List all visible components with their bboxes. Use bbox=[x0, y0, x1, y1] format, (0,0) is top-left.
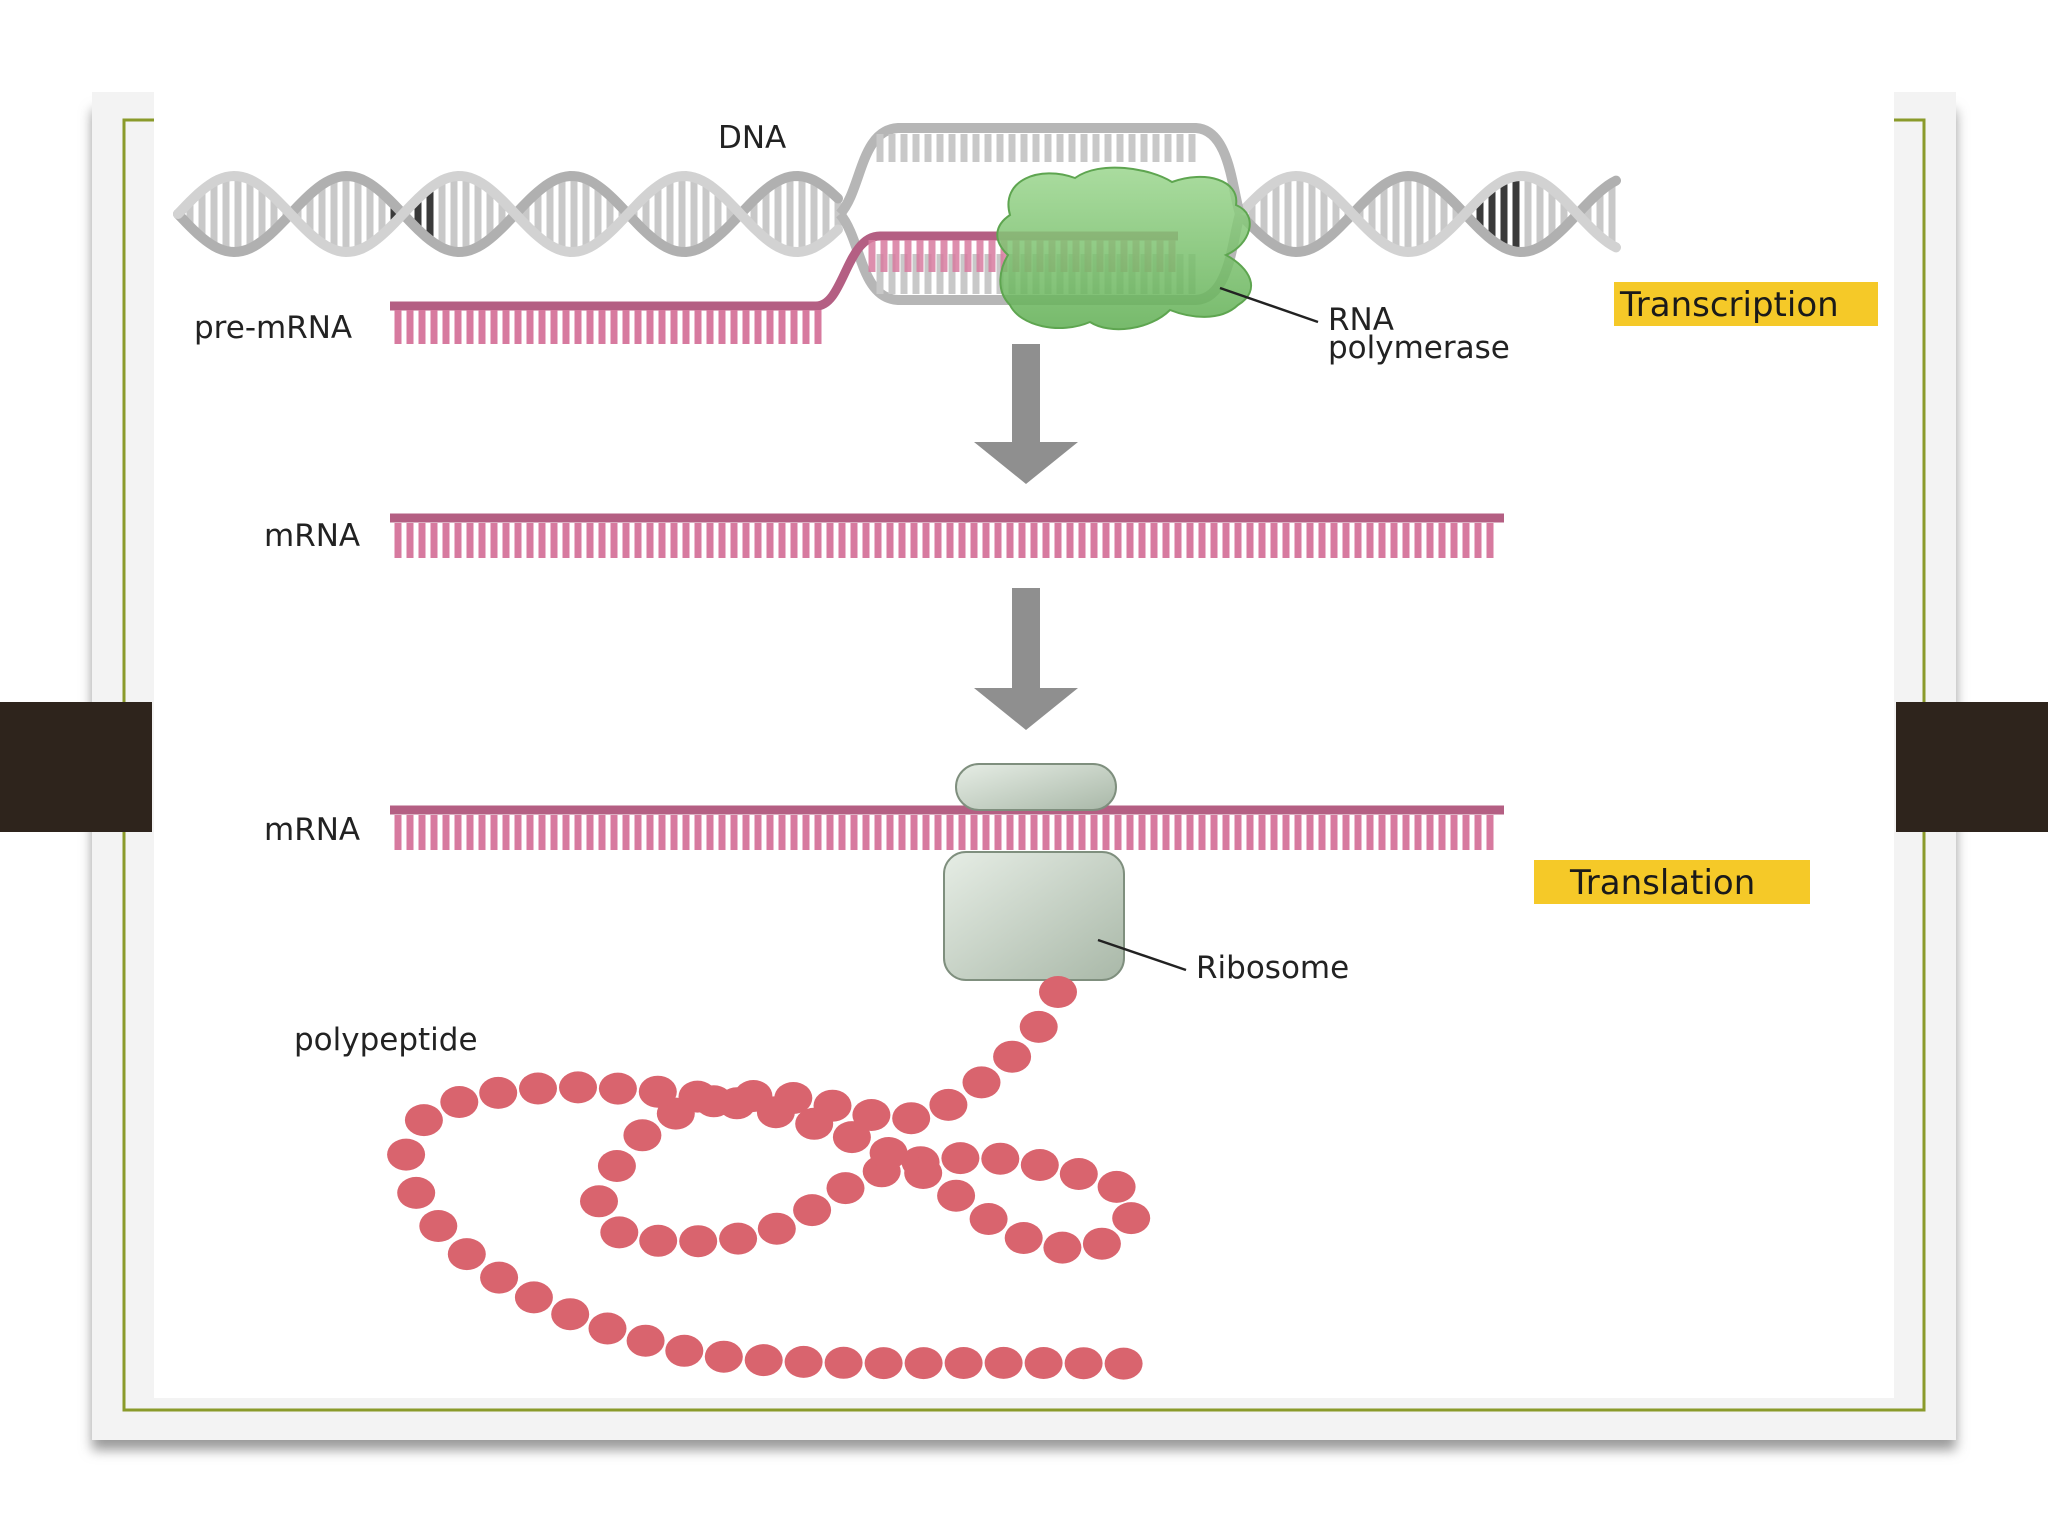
pre-mrna-label: pre-mRNA bbox=[194, 310, 352, 346]
amino-acid-bead bbox=[969, 1203, 1008, 1235]
amino-acid-bead bbox=[719, 1222, 758, 1255]
mrna-strand-1 bbox=[390, 513, 1504, 558]
amino-acid-bead bbox=[1097, 1170, 1136, 1203]
amino-acid-bead bbox=[826, 1172, 865, 1205]
amino-acid-bead bbox=[514, 1281, 553, 1314]
amino-acid-bead bbox=[929, 1088, 968, 1121]
amino-acid-bead bbox=[480, 1261, 519, 1294]
amino-acid-bead bbox=[623, 1119, 662, 1152]
dna-backbone-strand-b bbox=[173, 170, 843, 258]
polypeptide-label: polypeptide bbox=[294, 1022, 478, 1058]
rna-polymerase-label-line1: RNA bbox=[1328, 302, 1394, 338]
amino-acid-bead bbox=[1082, 1227, 1121, 1260]
amino-acid-bead bbox=[1019, 1010, 1058, 1043]
ribosome-pointer bbox=[1097, 938, 1187, 972]
dna-top-strand bbox=[836, 123, 1245, 218]
amino-acid-bead bbox=[795, 1107, 834, 1140]
amino-acid-bead bbox=[1059, 1158, 1098, 1190]
amino-acid-bead bbox=[551, 1298, 590, 1331]
amino-acid-bead bbox=[937, 1179, 976, 1212]
dna-label: DNA bbox=[718, 120, 786, 156]
amino-acid-bead bbox=[824, 1346, 863, 1379]
amino-acid-bead bbox=[387, 1138, 426, 1171]
amino-acid-bead bbox=[665, 1334, 704, 1367]
amino-acid-bead bbox=[600, 1216, 639, 1249]
amino-acid-bead bbox=[678, 1080, 717, 1113]
amino-acid-bead bbox=[419, 1210, 458, 1242]
amino-acid-bead bbox=[626, 1324, 665, 1357]
rna-polymerase-enzyme bbox=[996, 166, 1252, 331]
amino-acid-bead bbox=[1020, 1149, 1059, 1181]
ribosome-label: Ribosome bbox=[1196, 950, 1349, 986]
transcription-tag: Transcription bbox=[1619, 285, 1839, 325]
amino-acid-bead bbox=[717, 1087, 756, 1120]
mrna-label-2: mRNA bbox=[264, 812, 360, 848]
amino-acid-bead bbox=[704, 1340, 743, 1373]
down-arrow-2 bbox=[974, 588, 1078, 730]
rna-polymerase-pointer bbox=[1219, 286, 1319, 324]
amino-acid-bead bbox=[1064, 1347, 1103, 1380]
amino-acid-bead bbox=[597, 1150, 636, 1182]
amino-acid-bead bbox=[397, 1176, 436, 1209]
rna-polymerase-label-line2: polymerase bbox=[1328, 330, 1510, 366]
mrna-label-1: mRNA bbox=[264, 518, 360, 554]
amino-acid-bead bbox=[679, 1225, 718, 1258]
amino-acid-bead bbox=[447, 1238, 486, 1271]
amino-acid-bead bbox=[784, 1345, 823, 1378]
amino-acid-bead bbox=[559, 1071, 597, 1104]
amino-acid-bead bbox=[892, 1102, 931, 1135]
amino-acid-bead bbox=[588, 1312, 627, 1345]
amino-acid-bead bbox=[580, 1185, 618, 1218]
ribosome-large-subunit bbox=[943, 851, 1125, 981]
dna-backbone-strand-b bbox=[1235, 170, 1621, 258]
ribosome-small-subunit bbox=[955, 763, 1117, 811]
amino-acid-bead bbox=[638, 1075, 677, 1108]
pre-mrna-backbone bbox=[390, 231, 1178, 311]
amino-acid-bead bbox=[639, 1224, 678, 1257]
amino-acid-bead bbox=[869, 1137, 908, 1169]
dna-backbone-strand-a bbox=[1235, 170, 1621, 258]
left-side-tab bbox=[0, 702, 152, 832]
transcription-tag-highlight bbox=[1614, 282, 1878, 326]
amino-acid-bead bbox=[1039, 976, 1077, 1008]
down-arrow-1 bbox=[974, 344, 1078, 484]
right-side-tab bbox=[1896, 702, 2048, 832]
amino-acid-bead bbox=[832, 1121, 871, 1154]
dna-double-helix-right bbox=[1235, 170, 1621, 258]
amino-acid-bead bbox=[1112, 1202, 1151, 1235]
amino-acid-bead bbox=[757, 1212, 796, 1245]
amino-acid-bead bbox=[1004, 1222, 1043, 1254]
amino-acid-bead bbox=[598, 1072, 637, 1105]
amino-acid-bead bbox=[1024, 1347, 1063, 1379]
amino-acid-bead bbox=[1104, 1347, 1143, 1380]
amino-acid-bead bbox=[993, 1040, 1032, 1073]
amino-acid-bead bbox=[981, 1142, 1020, 1175]
translation-tag: Translation bbox=[1569, 863, 1755, 903]
amino-acid-bead bbox=[864, 1347, 903, 1380]
amino-acid-bead bbox=[744, 1344, 783, 1377]
amino-acid-bead bbox=[984, 1346, 1023, 1379]
polypeptide-chain bbox=[387, 976, 1151, 1380]
amino-acid-bead bbox=[793, 1194, 832, 1227]
amino-acid-bead bbox=[756, 1096, 795, 1129]
amino-acid-bead bbox=[852, 1099, 891, 1131]
amino-acid-bead bbox=[1043, 1231, 1082, 1264]
amino-acid-bead bbox=[944, 1347, 983, 1379]
amino-acid-bead bbox=[904, 1157, 943, 1189]
translation-tag-highlight bbox=[1534, 860, 1810, 904]
amino-acid-bead bbox=[519, 1072, 557, 1105]
amino-acid-bead bbox=[941, 1142, 980, 1175]
dna-double-helix-left bbox=[173, 170, 843, 258]
amino-acid-bead bbox=[404, 1104, 443, 1137]
amino-acid-bead bbox=[440, 1086, 479, 1118]
mrna-strand-2 bbox=[390, 805, 1504, 850]
amino-acid-bead bbox=[962, 1066, 1001, 1099]
amino-acid-bead bbox=[904, 1347, 943, 1380]
amino-acid-bead bbox=[479, 1076, 518, 1109]
